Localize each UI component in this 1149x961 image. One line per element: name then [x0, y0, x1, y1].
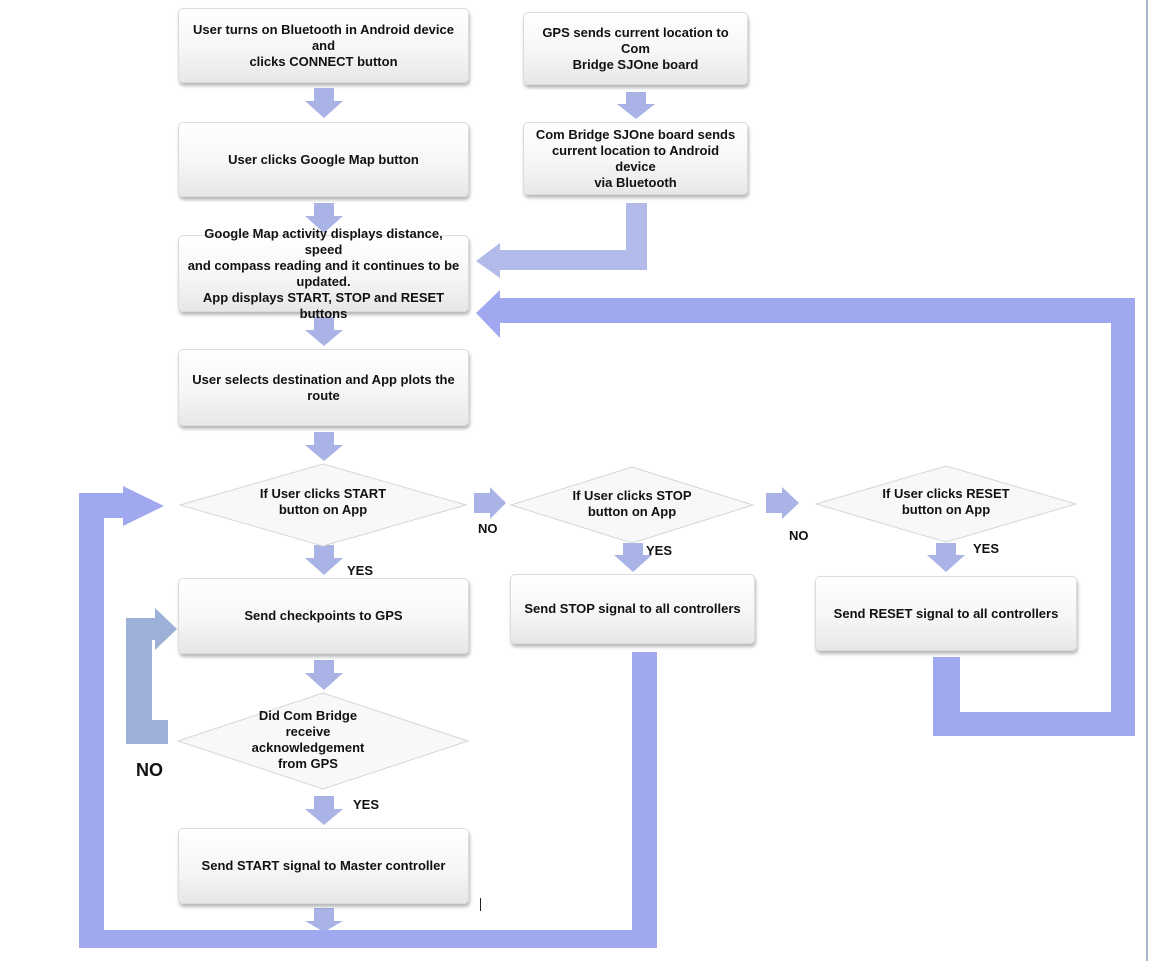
decision-ack-label: Did Com Bridge receive acknowledgement f… [251, 708, 365, 771]
box-combridge-send-location: Com Bridge SJOne board sends current loc… [523, 122, 748, 195]
no-label-start: NO [478, 521, 498, 536]
decision-start-label: If User clicks START button on App [259, 486, 387, 517]
down-arrow [305, 317, 343, 346]
down-arrow [305, 88, 343, 118]
box-send-stop-signal: Send STOP signal to all controllers [510, 574, 755, 644]
down-arrow [305, 796, 343, 825]
box-send-reset-signal: Send RESET signal to all controllers [815, 576, 1077, 651]
down-arrow [617, 92, 655, 119]
no-label-ack: NO [136, 760, 163, 780]
yes-label-stop: YES [646, 543, 673, 558]
down-arrow [305, 432, 343, 461]
box-select-destination: User selects destination and App plots t… [178, 349, 469, 426]
down-arrow [305, 660, 343, 690]
box-bluetooth-connect: User turns on Bluetooth in Android devic… [178, 8, 469, 83]
down-arrow [305, 908, 343, 932]
down-arrow [614, 543, 652, 572]
ack-no-loop-connector [126, 608, 177, 744]
box-google-map-button: User clicks Google Map button [178, 122, 469, 197]
decision-start-shape [178, 463, 468, 547]
yes-label-reset: YES [973, 541, 1000, 556]
page-edge-divider [1146, 0, 1148, 961]
box-send-checkpoints: Send checkpoints to GPS [178, 578, 469, 654]
down-arrow [305, 545, 343, 575]
decision-stop-shape [509, 466, 755, 544]
decision-reset-label: If User clicks RESET button on App [882, 486, 1010, 517]
decision-reset-shape [814, 465, 1078, 543]
bluetooth-feedback-connector [476, 203, 647, 278]
decision-stop-label: If User clicks STOP button on App [572, 488, 692, 519]
no-label-stop: NO [789, 528, 809, 543]
box-gps-location: GPS sends current location to Com Bridge… [523, 12, 748, 85]
yes-label-start: YES [347, 563, 374, 578]
box-send-start-signal: Send START signal to Master controller [178, 828, 469, 904]
right-arrow [474, 487, 506, 519]
box-map-activity: Google Map activity displays distance, s… [178, 226, 469, 321]
right-arrow [766, 487, 799, 519]
down-arrow [927, 543, 965, 572]
decision-ack-shape [176, 692, 470, 790]
yes-label-ack: YES [353, 797, 380, 812]
text-cursor [480, 898, 481, 911]
down-arrow [305, 203, 343, 233]
